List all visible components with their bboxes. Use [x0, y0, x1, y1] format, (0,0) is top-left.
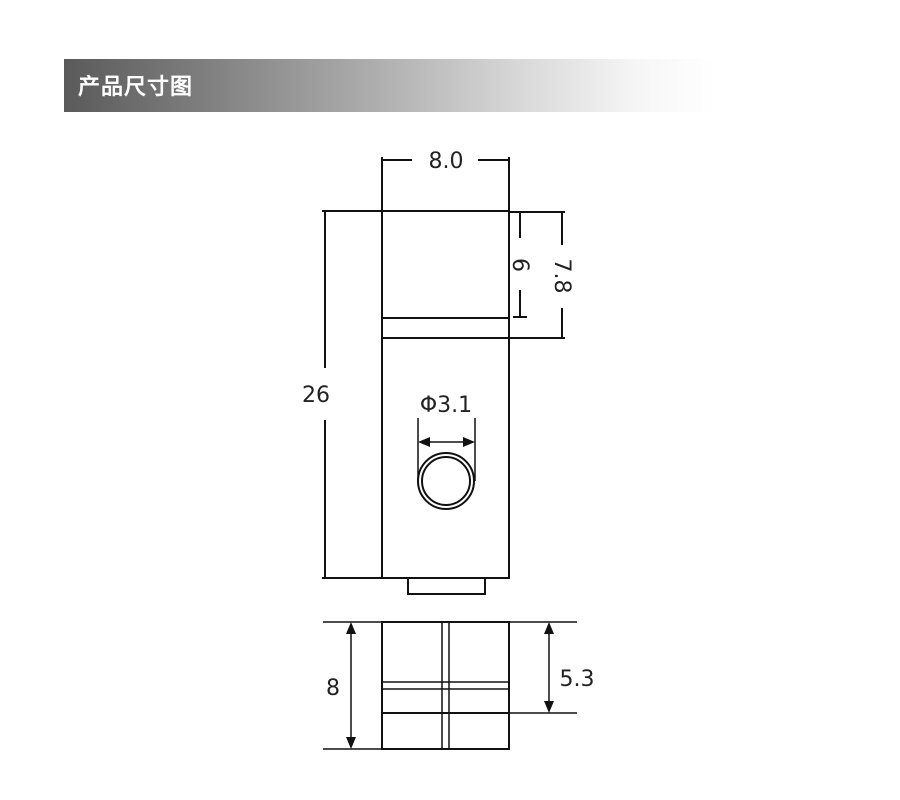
hole-outer-circle: [417, 452, 475, 510]
section-header: 产品尺寸图: [64, 59, 716, 112]
dim-height-26: [322, 210, 382, 579]
label-hole: Φ3.1: [420, 393, 472, 418]
arrow-down-icon: [346, 737, 356, 749]
dim-segment-7-8: [509, 211, 565, 339]
label-height: 26: [302, 383, 330, 408]
arrow-left-icon: [418, 437, 430, 447]
arrow-right-icon: [463, 437, 475, 447]
dim-width-8: [381, 157, 510, 211]
label-bottom-partial: 5.3: [560, 667, 595, 692]
arrow-down-icon: [544, 701, 554, 713]
label-bottom-height: 8: [326, 676, 340, 701]
dim-bottom-5-3: [509, 621, 577, 714]
bottom-body-outline: [381, 621, 510, 750]
arrow-up-icon: [544, 622, 554, 634]
dim-hole: [417, 418, 476, 481]
label-segment-6: 6: [507, 258, 532, 272]
front-view: [381, 210, 510, 595]
bottom-tab: [407, 578, 486, 595]
bottom-view: [381, 621, 510, 750]
section-title: 产品尺寸图: [78, 75, 194, 100]
arrow-up-icon: [346, 622, 356, 634]
label-segment-7-8: 7.8: [549, 259, 574, 294]
hole-inner-circle: [421, 456, 471, 506]
label-width: 8.0: [429, 149, 464, 174]
dim-bottom-8: [323, 621, 382, 750]
front-body-outline: [381, 210, 510, 579]
